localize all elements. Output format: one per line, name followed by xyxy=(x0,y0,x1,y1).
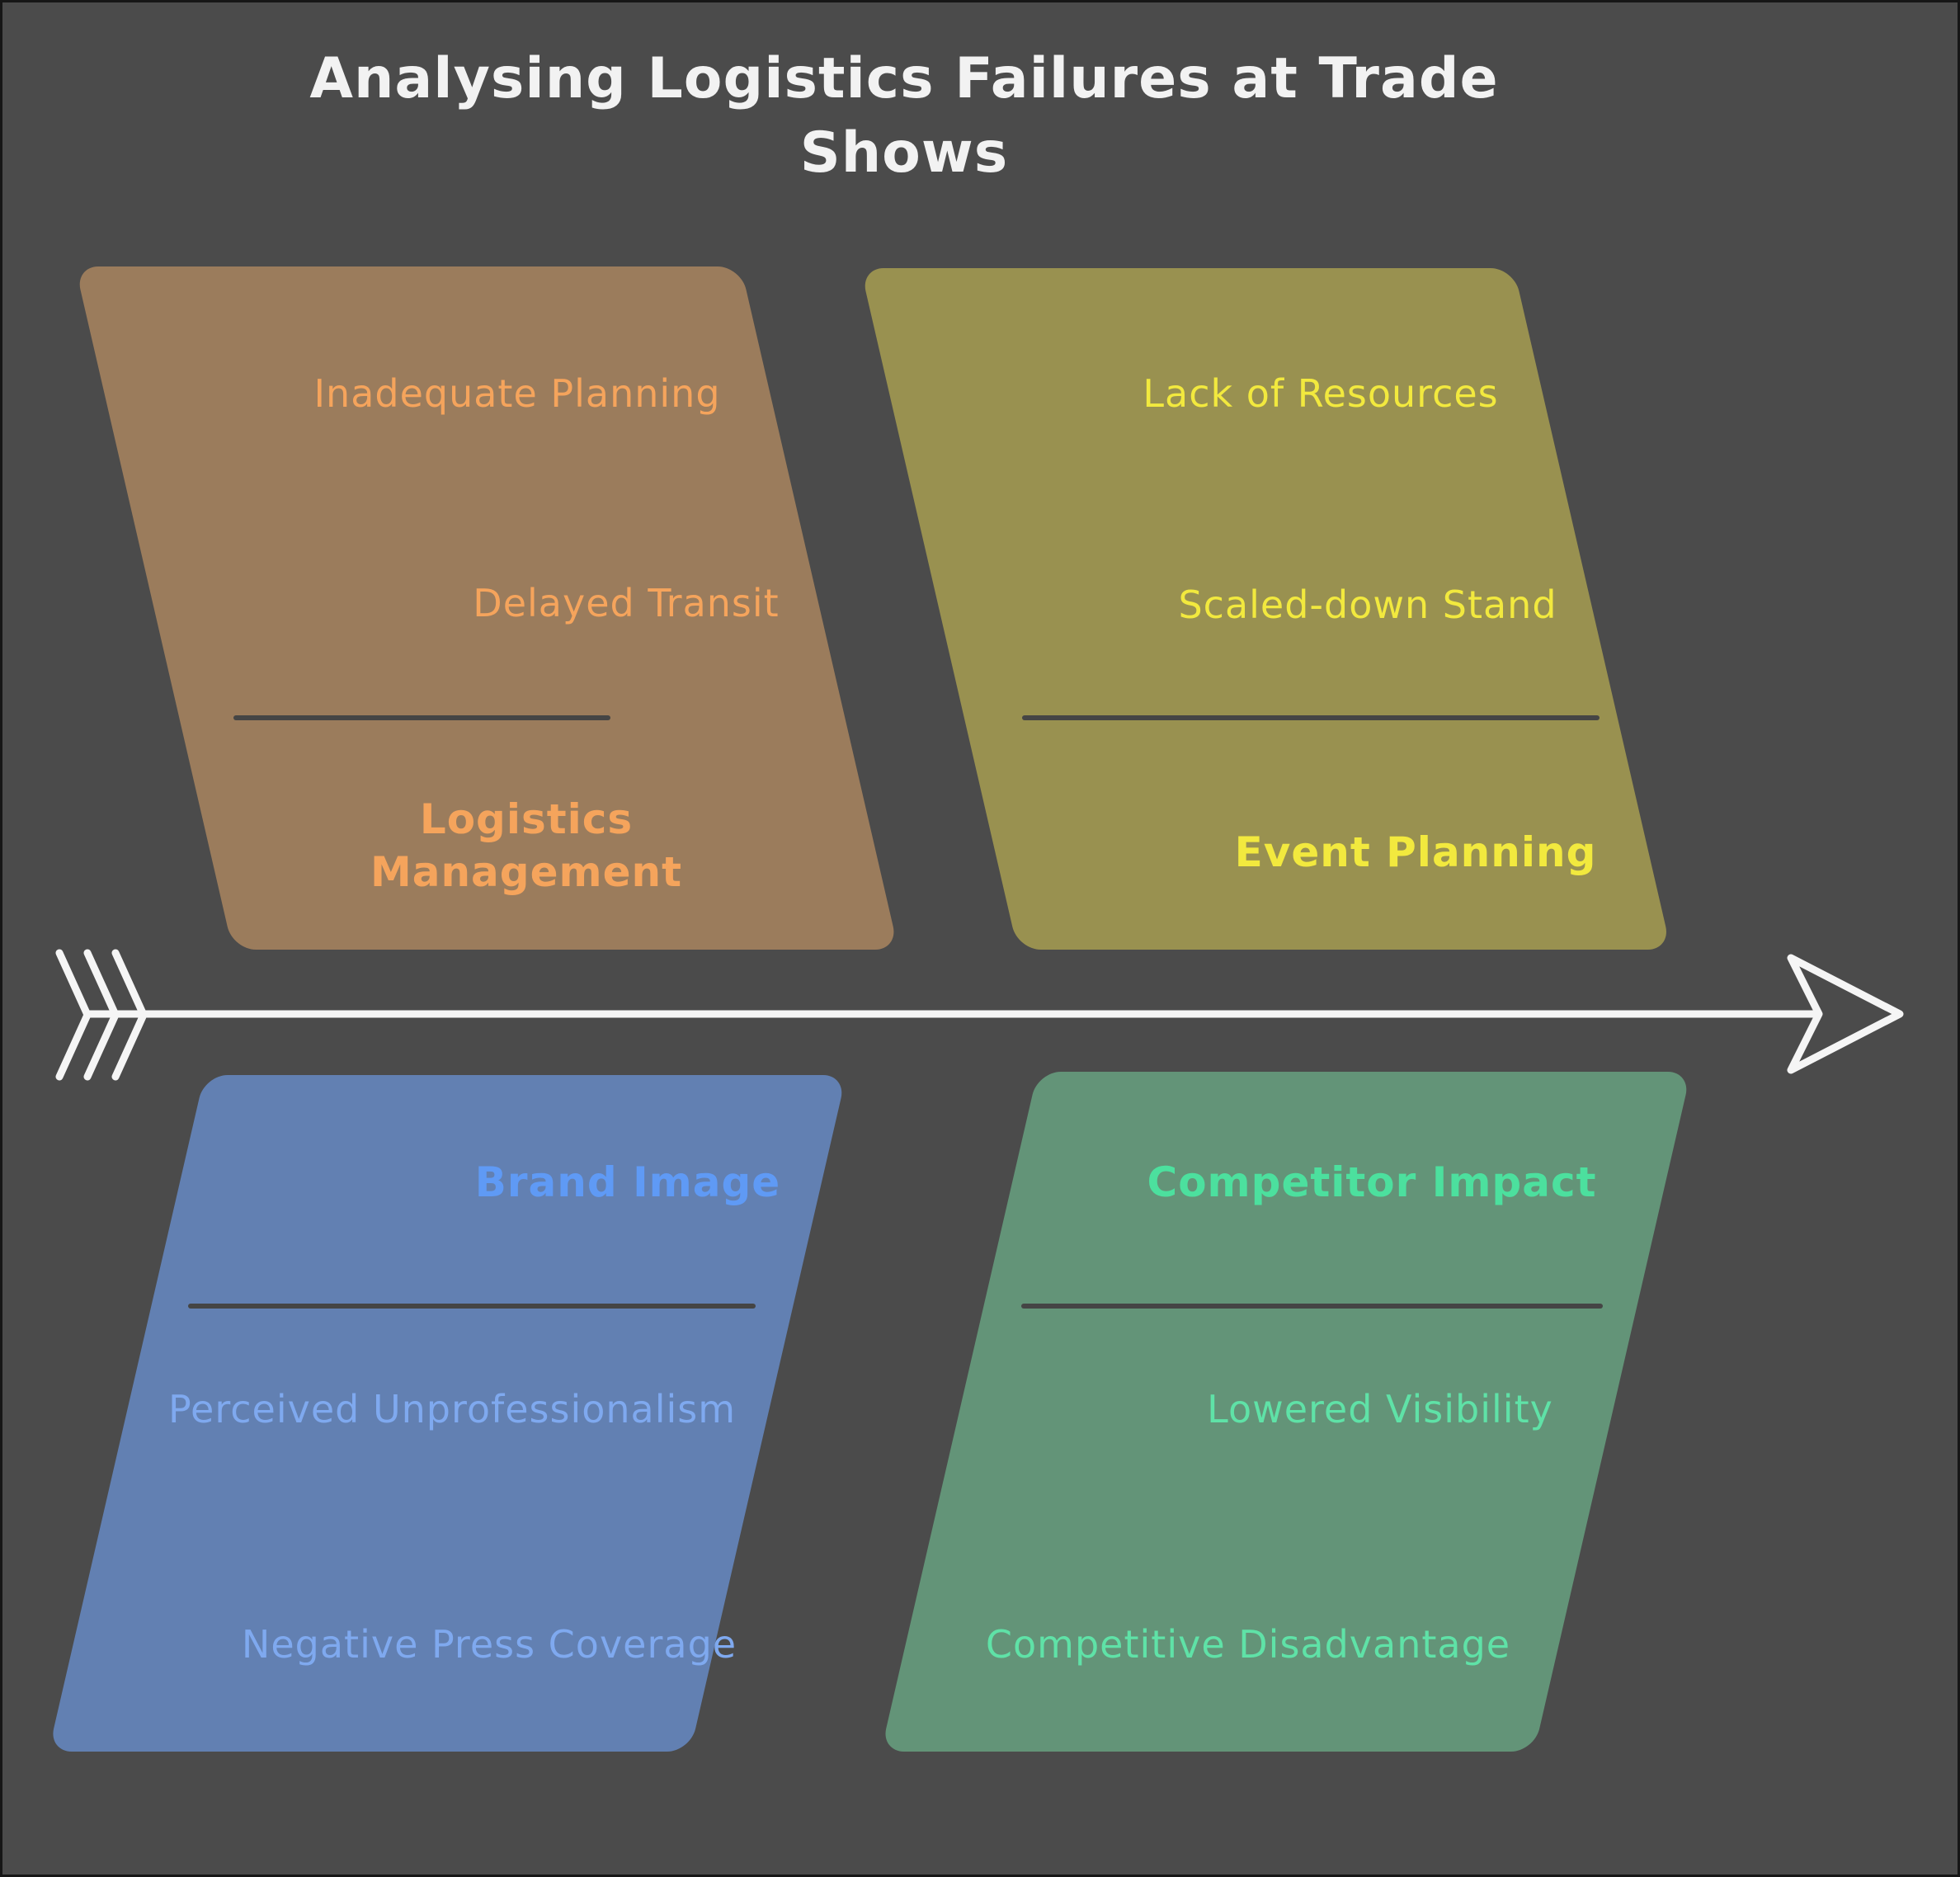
branch-divider xyxy=(1021,1304,1603,1309)
cause-item: Inadequate Planning xyxy=(313,371,721,416)
cause-item: Competitive Disadvantage xyxy=(985,1622,1511,1667)
page-title-line-1: Analysing Logistics Failures at Trade xyxy=(309,46,1499,111)
branch-divider xyxy=(188,1304,756,1309)
arrow-head-icon xyxy=(1787,954,1904,1074)
branch-divider xyxy=(1022,715,1600,720)
page-title-line-2: Shows xyxy=(799,120,1009,186)
cause-item: Delayed Transit xyxy=(473,581,780,625)
branch-divider xyxy=(233,715,610,720)
cause-item: Scaled-down Stand xyxy=(1178,582,1557,627)
fletching-chevron-icon xyxy=(111,949,148,1081)
page-title: Analysing Logistics Failures at Trade Sh… xyxy=(309,42,1498,191)
fletching-chevron-icon xyxy=(55,949,92,1081)
branch-label-brand-image: Brand Image xyxy=(474,1158,781,1206)
branch-label-event-planning: Event Planning xyxy=(1234,828,1597,876)
cause-item: Negative Press Coverage xyxy=(241,1622,737,1667)
cause-item: Lowered Visibility xyxy=(1207,1387,1553,1431)
branch-label-logistics-management: Logistics Management xyxy=(370,795,683,896)
branch-label-competitor-impact: Competitor Impact xyxy=(1147,1158,1597,1206)
fletching-chevron-icon xyxy=(83,949,120,1081)
cause-item: Lack of Resources xyxy=(1143,371,1499,416)
cause-item: Perceived Unprofessionalism xyxy=(167,1387,737,1431)
